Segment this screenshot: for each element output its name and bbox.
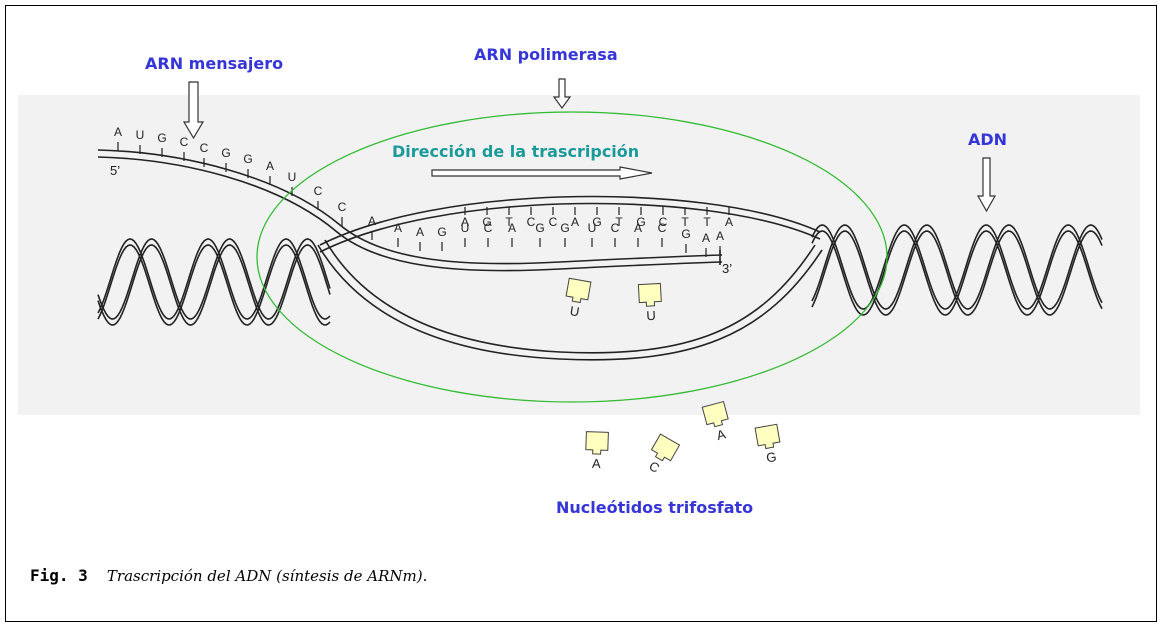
free-nucleotides: U U A C A G — [565, 277, 781, 476]
nucleotide-base-letter: C — [646, 458, 662, 476]
rna-base-letter: A — [394, 221, 402, 235]
dna-base-letter: T — [681, 215, 689, 229]
rna-base-letter: U — [461, 221, 470, 235]
rna-base-letter: C — [658, 221, 667, 235]
direction-label: Dirección de la trascripción — [392, 142, 640, 161]
rna-base-letter: A — [716, 229, 724, 243]
rna-base-letter: G — [243, 152, 252, 166]
direction-arrow — [431, 166, 653, 180]
rna-base-letter: A — [508, 221, 516, 235]
dna-base-letter: C — [659, 215, 668, 229]
nucleotide-base-letter: G — [765, 449, 778, 466]
mrna-arrow — [182, 81, 205, 140]
mrna-label: ARN mensajero — [145, 54, 284, 73]
dna-arrow — [976, 157, 997, 213]
rna-base-letter: A — [368, 214, 376, 228]
dna-base-letter: T — [505, 215, 513, 229]
rna-base-letter: A — [114, 125, 122, 139]
dna-base-letter: G — [482, 215, 491, 229]
rna-base-letter: A — [266, 159, 274, 173]
dna-base-letter: C — [549, 215, 558, 229]
rna-base-letter: G — [560, 221, 569, 235]
nucleotide-triphosphate: A — [585, 431, 609, 471]
rna-base-letter: C — [200, 141, 209, 155]
nucleotide-triphosphate: U — [637, 282, 662, 323]
rna-base-letter: U — [588, 221, 597, 235]
dna-base-letter: A — [571, 215, 579, 229]
rna-base-letter: A — [416, 225, 424, 239]
rna-base-ticks — [117, 142, 721, 257]
nucleotide-triphosphate: C — [646, 433, 681, 476]
polymerase-label: ARN polimerasa — [474, 45, 618, 64]
nucleotide-base-letter: A — [715, 426, 728, 443]
figure-caption-text: Trascripción del ADN (síntesis de ARNm). — [106, 567, 428, 585]
mrna-5-prime-label: 5’ — [110, 163, 120, 178]
right-dna-helix — [811, 224, 1103, 316]
nucleotide-base-letter: U — [646, 308, 656, 323]
nucleotide-triphosphate: G — [754, 423, 781, 466]
figure-number: Fig. 3 — [30, 566, 88, 585]
dna-template-ticks — [464, 207, 730, 215]
rna-base-letter: U — [136, 128, 145, 142]
dna-base-letter: G — [592, 215, 601, 229]
rna-base-letter: U — [288, 170, 297, 184]
dna-base-letter: C — [527, 215, 536, 229]
rna-base-letter: A — [702, 231, 710, 245]
left-dna-helix — [97, 238, 331, 326]
rna-polymerase-ellipse — [256, 111, 888, 403]
rna-base-letter: G — [157, 131, 166, 145]
nucleotide-base-letter: A — [592, 456, 602, 471]
nucleotide-base-letter: U — [569, 303, 581, 319]
rna-base-letter: C — [180, 135, 189, 149]
nucleotide-triphosphate: U — [565, 277, 592, 319]
rna-base-letter: C — [314, 184, 323, 198]
dna-base-letter: T — [615, 215, 623, 229]
dna-base-letter: A — [725, 215, 733, 229]
rna-base-letter: G — [681, 227, 690, 241]
rna-base-letter: A — [634, 221, 642, 235]
rna-base-letter: C — [338, 200, 347, 214]
figure-caption: Fig. 3 Trascripción del ADN (síntesis de… — [30, 566, 427, 585]
nucleotide-triphosphate: A — [701, 400, 729, 443]
dna-bubble — [317, 195, 823, 361]
mrna-3-prime-label: 3’ — [722, 261, 732, 276]
dna-base-letter: T — [703, 215, 711, 229]
polymerase-arrow — [552, 78, 572, 110]
rna-base-letter: G — [535, 221, 544, 235]
rna-base-letter: G — [437, 225, 446, 239]
rna-base-letter: G — [221, 146, 230, 160]
dna-label: ADN — [968, 130, 1008, 149]
diagram-background — [18, 95, 1140, 415]
dna-base-letter: G — [636, 215, 645, 229]
dna-base-letter: A — [461, 215, 469, 229]
nucleotides-label: Nucleótidos trifosfato — [556, 498, 754, 517]
rna-base-letter: C — [611, 221, 620, 235]
rna-base-letter: C — [484, 221, 493, 235]
